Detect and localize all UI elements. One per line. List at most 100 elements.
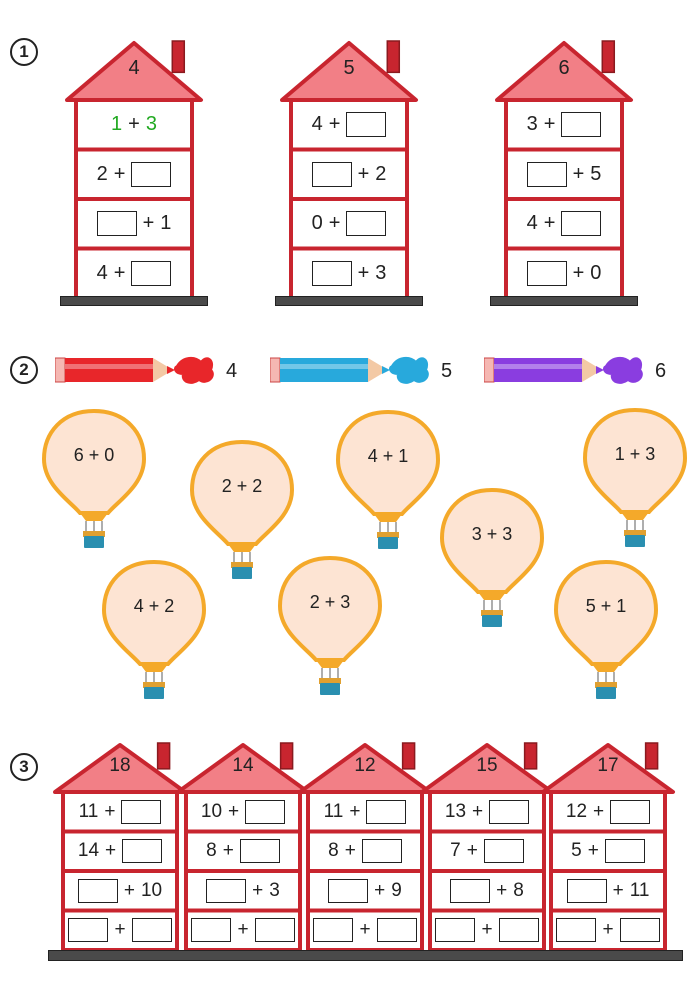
floor-equation: 4+ [506, 201, 622, 247]
answer-box[interactable] [498, 918, 539, 943]
answer-box[interactable] [245, 799, 286, 824]
floor-equation: +3 [291, 251, 407, 297]
roof-number: 5 [343, 56, 355, 79]
floor-equation: +8 [430, 873, 544, 909]
section-3-number: 3 [10, 753, 38, 781]
answer-box[interactable] [561, 211, 602, 237]
plus-sign: + [344, 840, 356, 862]
answer-box[interactable] [483, 839, 524, 864]
plus-sign: + [123, 879, 135, 901]
answer-box[interactable] [346, 211, 387, 237]
plus-sign: + [572, 162, 585, 185]
answer-box[interactable] [311, 161, 352, 187]
answer-box[interactable] [526, 260, 567, 286]
answer-box[interactable] [556, 918, 597, 943]
equation-number: 12 [565, 800, 588, 822]
plus-sign: + [113, 261, 126, 284]
answer-box[interactable] [361, 839, 402, 864]
answer-box[interactable] [131, 918, 172, 943]
equation-number: 8 [328, 840, 339, 862]
chimney-shape [401, 742, 416, 770]
house-drawing [65, 40, 203, 300]
floor-equation: 14+ [63, 834, 177, 870]
hot-air-balloon: 6 + 0 [41, 408, 147, 551]
pencil-blue-icon [269, 352, 440, 397]
floor-equation: 13+ [430, 794, 544, 830]
balloon-icon [41, 408, 147, 548]
answer-box[interactable] [561, 112, 602, 138]
plus-sign: + [237, 919, 249, 941]
pencil-purple-icon [483, 352, 654, 397]
plus-sign: + [496, 879, 508, 901]
hot-air-balloon: 2 + 2 [189, 439, 295, 582]
roof-shape [298, 743, 432, 794]
answer-box[interactable] [619, 918, 660, 943]
answer-box[interactable] [311, 260, 352, 286]
answer-box[interactable] [239, 839, 280, 864]
answer-box[interactable] [366, 799, 407, 824]
answer-box[interactable] [131, 161, 172, 187]
plus-sign: + [128, 113, 140, 136]
answer-box[interactable] [121, 799, 162, 824]
answer-box[interactable] [122, 839, 163, 864]
answer-box[interactable] [435, 918, 476, 943]
answer-box[interactable] [346, 112, 387, 138]
balloon-equation: 3 + 3 [471, 524, 513, 544]
hot-air-balloon: 1 + 3 [582, 407, 688, 550]
floor-equation: 4+ [291, 102, 407, 148]
answer-box[interactable] [566, 878, 607, 903]
answer-box[interactable] [206, 878, 247, 903]
roof-number: 6 [558, 56, 570, 79]
answer-box[interactable] [604, 839, 645, 864]
balloon-icon [277, 555, 383, 695]
floor-equation: 7+ [430, 834, 544, 870]
answer-box[interactable] [489, 799, 530, 824]
chimney-shape [156, 742, 171, 770]
floor-equation: + [186, 913, 300, 949]
answer-box[interactable] [77, 878, 118, 903]
answer-box[interactable] [376, 918, 417, 943]
floor-equation: +9 [308, 873, 422, 909]
floor-equation: 8+ [186, 834, 300, 870]
floor-equation: 4+ [76, 251, 192, 297]
floor-equation: + [430, 913, 544, 949]
floor-equation: +1 [76, 201, 192, 247]
floor-equation: 12+ [551, 794, 665, 830]
equation-number: 7 [450, 840, 461, 862]
plus-sign: + [114, 919, 126, 941]
hot-air-balloon: 2 + 3 [277, 555, 383, 698]
balloon-icon [335, 409, 441, 549]
plus-sign: + [105, 840, 117, 862]
balloon-equation: 2 + 2 [221, 476, 263, 496]
answer-box[interactable] [96, 211, 137, 237]
plus-sign: + [572, 261, 585, 284]
ground-base [275, 296, 423, 306]
answer-box[interactable] [131, 260, 172, 286]
plus-sign: + [349, 800, 361, 822]
plus-sign: + [359, 919, 371, 941]
answer-box[interactable] [610, 799, 651, 824]
answer-box[interactable] [191, 918, 232, 943]
balloon-icon [582, 407, 688, 547]
plus-sign: + [113, 162, 126, 185]
floor-equation: +2 [291, 152, 407, 198]
plus-sign: + [222, 840, 234, 862]
answer-box[interactable] [313, 918, 354, 943]
equation-number: 10 [200, 800, 223, 822]
floor-equation: + [551, 913, 665, 949]
floor-equation: 10+ [186, 794, 300, 830]
answer-box[interactable] [526, 161, 567, 187]
answer-box[interactable] [450, 878, 491, 903]
equation-number: 3 [375, 261, 387, 284]
floor-equation: 11+ [308, 794, 422, 830]
floor-equation: + [63, 913, 177, 949]
answer-box[interactable] [328, 878, 369, 903]
answer-box[interactable] [254, 918, 295, 943]
roof-shape [420, 743, 554, 794]
answer-box[interactable] [68, 918, 109, 943]
